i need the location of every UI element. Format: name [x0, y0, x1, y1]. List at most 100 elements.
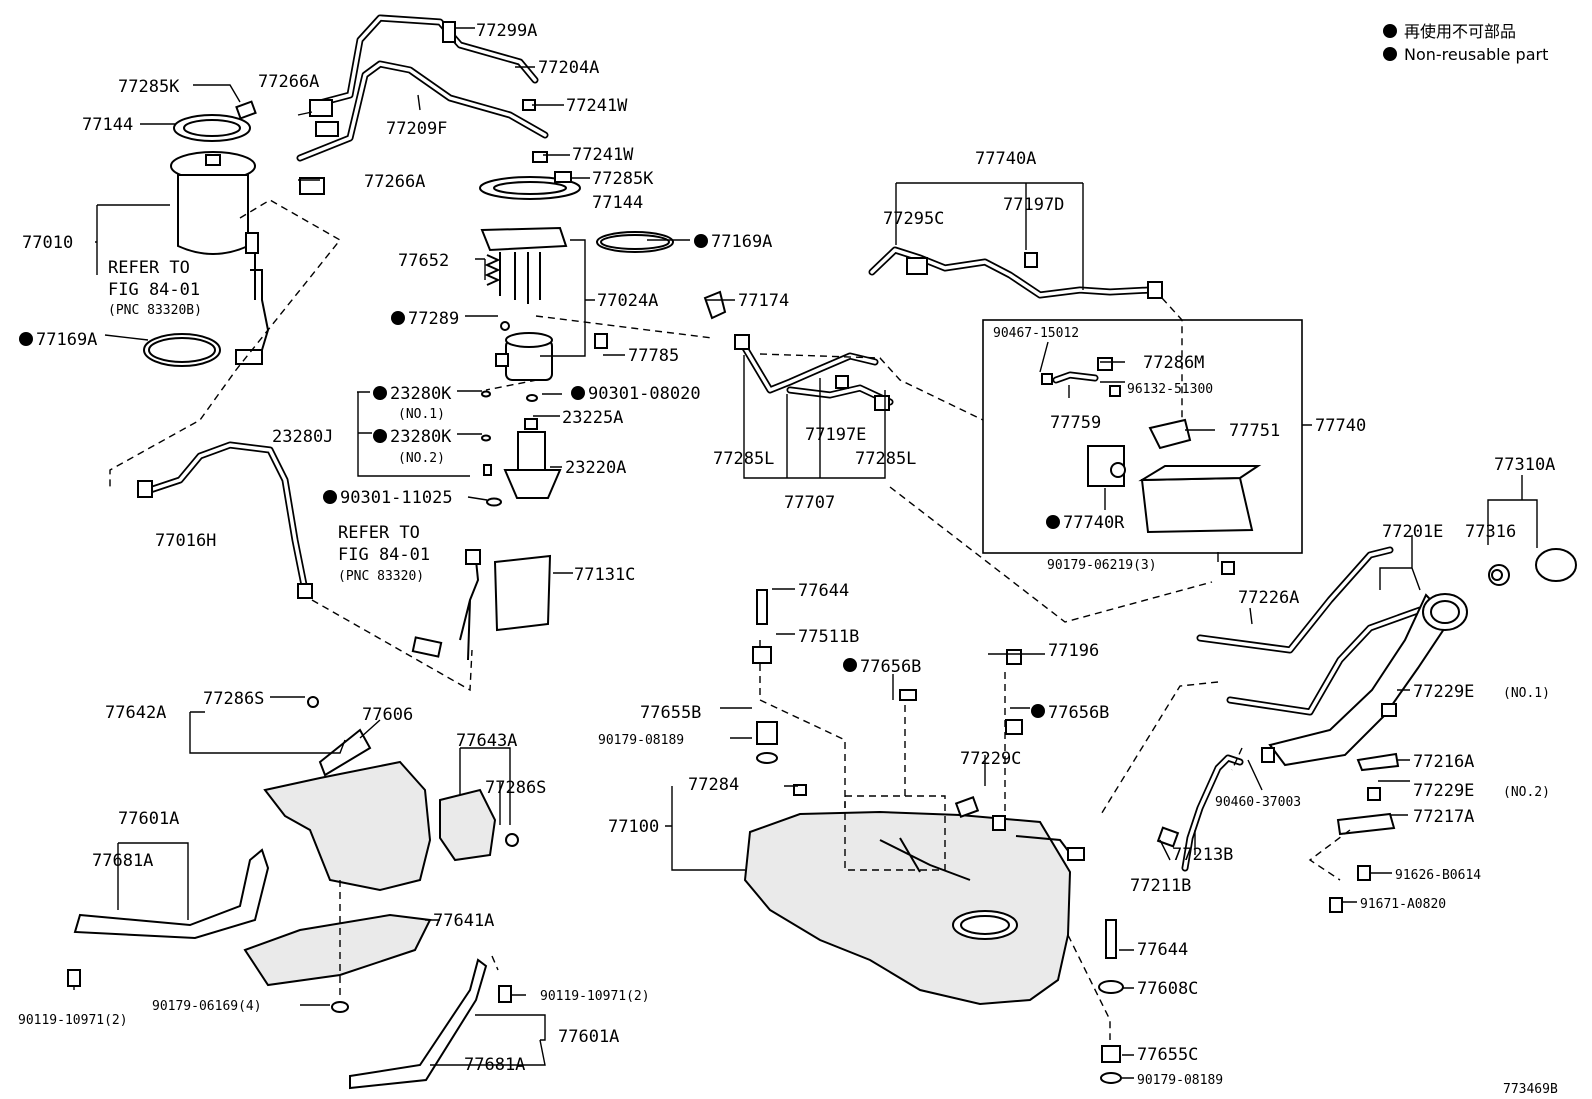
- non-reusable-dot-icon: [19, 332, 33, 346]
- part-label: 77655B: [640, 703, 701, 723]
- part-label: 77266A: [364, 172, 425, 192]
- part-label: 77656B: [860, 657, 921, 677]
- part-label: 77707: [784, 493, 835, 513]
- part-label: 77229E: [1413, 781, 1474, 801]
- part-label: 77652: [398, 251, 449, 271]
- part-label: 77644: [798, 581, 849, 601]
- part-label: 77131C: [574, 565, 635, 585]
- part-label: (NO.2): [1503, 785, 1550, 800]
- refer-text: (PNC 83320): [338, 569, 424, 584]
- evap-tube-77707: [734, 334, 1213, 623]
- part-label: 90460-37003: [1215, 795, 1301, 810]
- part-label: 77197E: [805, 425, 866, 445]
- non-reusable-dot-icon: [1046, 515, 1060, 529]
- part-label: 77216A: [1413, 752, 1474, 772]
- part-label: 23280J: [272, 427, 333, 447]
- part-label: 90179-06169(4): [152, 999, 262, 1014]
- part-label: 77681A: [464, 1055, 525, 1075]
- part-label: 77169A: [711, 232, 772, 252]
- non-reusable-dot-icon: [323, 490, 337, 504]
- non-reusable-markers: [19, 234, 1060, 718]
- fuel-tank-protectors: [67, 696, 519, 1090]
- diagram-id: 773469B: [1503, 1082, 1558, 1097]
- refer-text: FIG 84-01: [338, 545, 430, 565]
- non-reusable-dot-icon: [571, 386, 585, 400]
- part-label: 77285L: [855, 449, 916, 469]
- part-label: (NO.2): [398, 451, 445, 466]
- fuel-lines-upper: [296, 14, 549, 195]
- non-reusable-dot-icon: [391, 311, 405, 325]
- legend-english: Non-reusable part: [1404, 45, 1548, 64]
- part-label: 77785: [628, 346, 679, 366]
- part-label: 90119-10971(2): [18, 1013, 128, 1028]
- part-label: 77284: [688, 775, 739, 795]
- part-label: 77740R: [1063, 513, 1125, 533]
- part-label: 77606: [362, 705, 413, 725]
- legend-japanese: 再使用不可部品: [1404, 22, 1516, 41]
- part-label: 77299A: [476, 21, 537, 41]
- part-label: 77144: [592, 193, 643, 213]
- part-label: 90301-11025: [340, 488, 453, 508]
- part-label: 77241W: [566, 96, 628, 116]
- part-label: 90179-08189: [598, 733, 684, 748]
- part-label: 77642A: [105, 703, 166, 723]
- part-label: 77601A: [558, 1027, 619, 1047]
- part-label: 23225A: [562, 408, 623, 428]
- part-label: 77285K: [118, 77, 180, 97]
- part-label: 90301-08020: [588, 384, 701, 404]
- non-reusable-dot-icon: [373, 386, 387, 400]
- part-label: 91671-A0820: [1360, 897, 1446, 912]
- part-label: 77681A: [92, 851, 153, 871]
- refer-text: REFER TO: [108, 258, 190, 278]
- part-label: 77217A: [1413, 807, 1474, 827]
- part-labels: 77299A 77204A 77241W 77241W 77285K 77144…: [18, 21, 1558, 1097]
- part-label: 77655C: [1137, 1045, 1198, 1065]
- part-label: 23280K: [390, 384, 452, 404]
- non-reusable-dot-icon: [1383, 47, 1397, 61]
- part-label: 77759: [1050, 413, 1101, 433]
- part-label: 77601A: [118, 809, 179, 829]
- part-label: 77016H: [155, 531, 216, 551]
- part-label: 90179-06219(3): [1047, 558, 1157, 573]
- part-label: (NO.1): [1503, 686, 1550, 701]
- part-label: 77740: [1315, 416, 1366, 436]
- part-label: 23280K: [390, 427, 452, 447]
- part-label: 77100: [608, 817, 659, 837]
- part-label: 77289: [408, 309, 459, 329]
- part-label: 90179-08189: [1137, 1073, 1223, 1088]
- part-label: 77316: [1465, 522, 1516, 542]
- non-reusable-dot-icon: [694, 234, 708, 248]
- part-label: 77643A: [456, 731, 517, 751]
- part-label: 77656B: [1048, 703, 1109, 723]
- non-reusable-dot-icon: [1031, 704, 1045, 718]
- part-label: 77740A: [975, 149, 1036, 169]
- part-label: (NO.1): [398, 407, 445, 422]
- part-label: 77196: [1048, 641, 1099, 661]
- fuel-pump-assembly: [479, 171, 727, 507]
- part-label: 77010: [22, 233, 73, 253]
- leader-lines: [73, 27, 1538, 1079]
- non-reusable-dot-icon: [1383, 24, 1397, 38]
- refer-text: (PNC 83320B): [108, 303, 202, 318]
- part-label: 77204A: [538, 58, 599, 78]
- part-label: 77169A: [36, 330, 97, 350]
- part-label: 23220A: [565, 458, 626, 478]
- part-label: 90467-15012: [993, 326, 1079, 341]
- part-label: 77229E: [1413, 682, 1474, 702]
- fuel-tank-77100: [743, 640, 1085, 1006]
- part-label: 77608C: [1137, 979, 1198, 999]
- filler-neck-group: [1099, 546, 1577, 913]
- sender-assembly-left: [109, 100, 342, 490]
- part-label: 77266A: [258, 72, 319, 92]
- part-label: 77201E: [1382, 522, 1443, 542]
- legend: 再使用不可部品 Non-reusable part: [1383, 22, 1548, 64]
- part-label: 77024A: [597, 291, 658, 311]
- part-label: 77286S: [203, 689, 264, 709]
- part-label: 77644: [1137, 940, 1188, 960]
- part-label: 77295C: [883, 209, 944, 229]
- part-label: 77511B: [798, 627, 859, 647]
- part-label: 90119-10971(2): [540, 989, 650, 1004]
- part-label: 77641A: [433, 911, 494, 931]
- part-label: 77286M: [1143, 353, 1204, 373]
